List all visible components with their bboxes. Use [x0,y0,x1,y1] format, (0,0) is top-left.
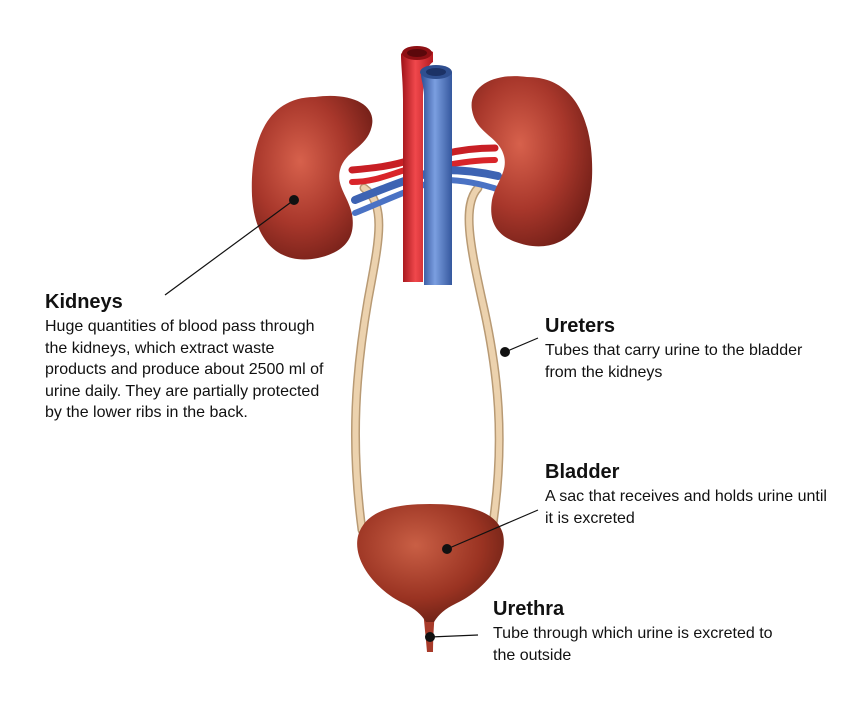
bladder-description: A sac that receives and holds urine unti… [545,488,827,527]
ureters-title: Ureters [545,315,616,337]
leader-lines [164,195,539,642]
ureters-callout: Ureters Tubes that carry urine to the bl… [545,314,835,383]
bladder-illustration [357,504,504,652]
kidneys-callout: Kidneys Huge quantities of blood pass th… [45,290,335,424]
ureters-leader-dot [500,347,510,357]
ureters-illustration [350,183,504,535]
kidneys-illustration [251,76,593,260]
ureters-leader-line [504,337,539,353]
urethra-title: Urethra [493,598,565,620]
urethra-callout: Urethra Tube through which urine is excr… [493,597,793,666]
kidneys-title: Kidneys [45,291,123,313]
great-vessels [401,46,452,286]
urethra-leader-line [429,634,479,638]
bladder-leader-dot [442,544,452,554]
vena-cava [421,66,452,286]
right-kidney [471,76,593,247]
kidneys-description: Huge quantities of blood pass through th… [45,318,324,421]
kidneys-leader-line [164,199,295,296]
bladder [357,504,504,622]
ureters-description: Tubes that carry urine to the bladder fr… [545,342,803,381]
bladder-callout: Bladder A sac that receives and holds ur… [545,460,835,529]
kidneys-leader-dot [289,195,299,205]
bladder-title: Bladder [545,461,620,483]
bladder-leader-line [446,509,539,550]
urethra-description: Tube through which urine is excreted to … [493,625,773,664]
aorta [401,48,433,282]
urethra-leader-dot [425,632,435,642]
left-kidney [251,95,373,260]
